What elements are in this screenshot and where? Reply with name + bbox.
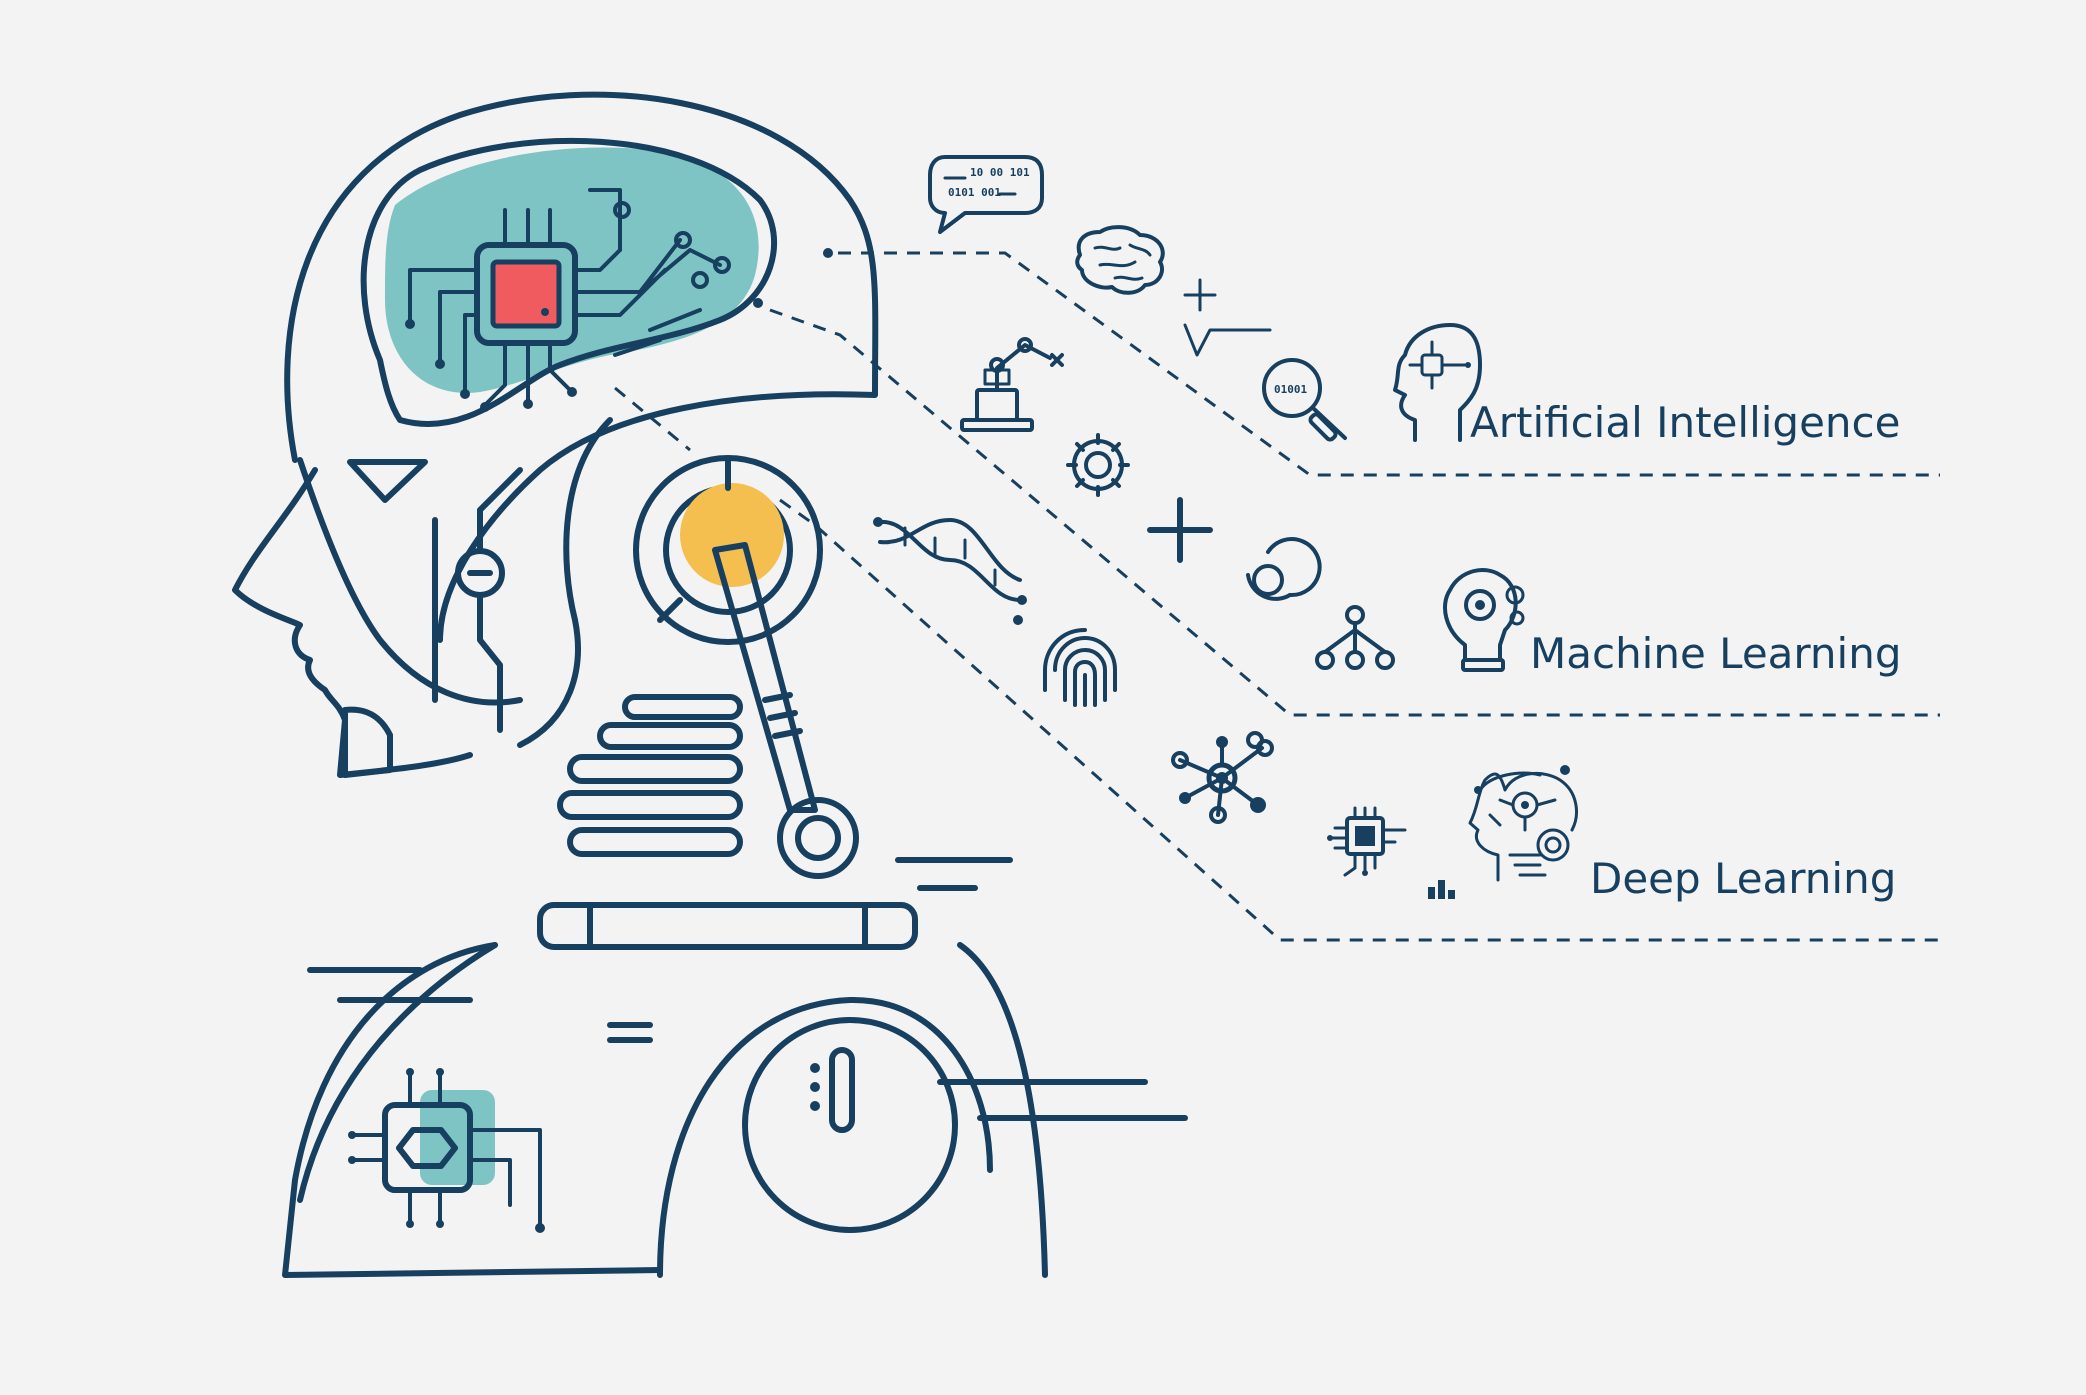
svg-text:01001: 01001	[1274, 383, 1307, 396]
connectors	[614, 251, 1940, 942]
svg-text:10 00 101: 10 00 101	[970, 166, 1030, 179]
gear-icon	[1066, 433, 1130, 497]
helmet-outline	[284, 91, 879, 643]
ai-head-icon	[1393, 323, 1482, 442]
cheek-line	[297, 457, 523, 706]
label-deep-learning: Deep Learning	[1590, 854, 1896, 903]
piston-base-outer	[777, 797, 859, 879]
piston-arm	[712, 542, 818, 813]
chest-chip	[382, 1102, 473, 1193]
torso-inner	[297, 942, 498, 1203]
neck-rung-4	[557, 790, 743, 820]
shoulder-dome	[657, 996, 993, 1278]
shoulder-slot	[829, 1047, 855, 1133]
binary-speech-bubble-icon: 10 00 101 0101 001	[928, 155, 1044, 234]
chip-core	[490, 259, 562, 329]
hierarchy-icon	[1315, 605, 1395, 670]
torso-left	[282, 942, 663, 1278]
label-artificial-intelligence: Artificial Intelligence	[1470, 398, 1900, 447]
cpu-chip-icon	[1327, 806, 1407, 877]
neck-curve	[517, 417, 613, 748]
eye	[347, 459, 428, 503]
target-circle-icon	[1246, 537, 1322, 601]
neck-rung-3	[567, 754, 743, 784]
svg-text:0101 001: 0101 001	[948, 186, 1001, 199]
shoulder-disc	[742, 1017, 958, 1233]
jaw-panel	[342, 706, 393, 778]
collar	[537, 902, 918, 950]
brain-chip	[405, 188, 833, 412]
connector-ai	[838, 251, 1940, 477]
deep-learning-head-icon	[1468, 765, 1578, 882]
binary-search-icon: 01001	[1262, 358, 1347, 442]
brain-icon	[1075, 225, 1165, 295]
robot-arm-icon	[960, 337, 1064, 432]
torso-right	[957, 942, 1048, 1278]
joint-yellow	[680, 483, 784, 587]
math-symbols-icon	[1183, 278, 1272, 357]
label-machine-learning: Machine Learning	[1530, 629, 1902, 678]
bar-chart-icon	[1428, 880, 1455, 899]
connector-ml	[769, 308, 1940, 717]
neck-rung-5	[567, 827, 743, 857]
connector-dl	[779, 498, 1940, 942]
dna-icon	[873, 517, 1027, 625]
lightbulb-gears-icon	[1443, 568, 1525, 672]
fingerprint-icon	[1043, 628, 1117, 707]
network-icon	[1171, 731, 1274, 824]
robot-figure	[232, 91, 1188, 1278]
neck-rung-2	[597, 722, 743, 750]
brain-cavity	[360, 137, 778, 428]
neck-rung-1	[622, 694, 743, 720]
plus-icon	[1147, 497, 1213, 563]
piston-base-inner	[795, 815, 841, 861]
neck-wires	[432, 467, 523, 733]
